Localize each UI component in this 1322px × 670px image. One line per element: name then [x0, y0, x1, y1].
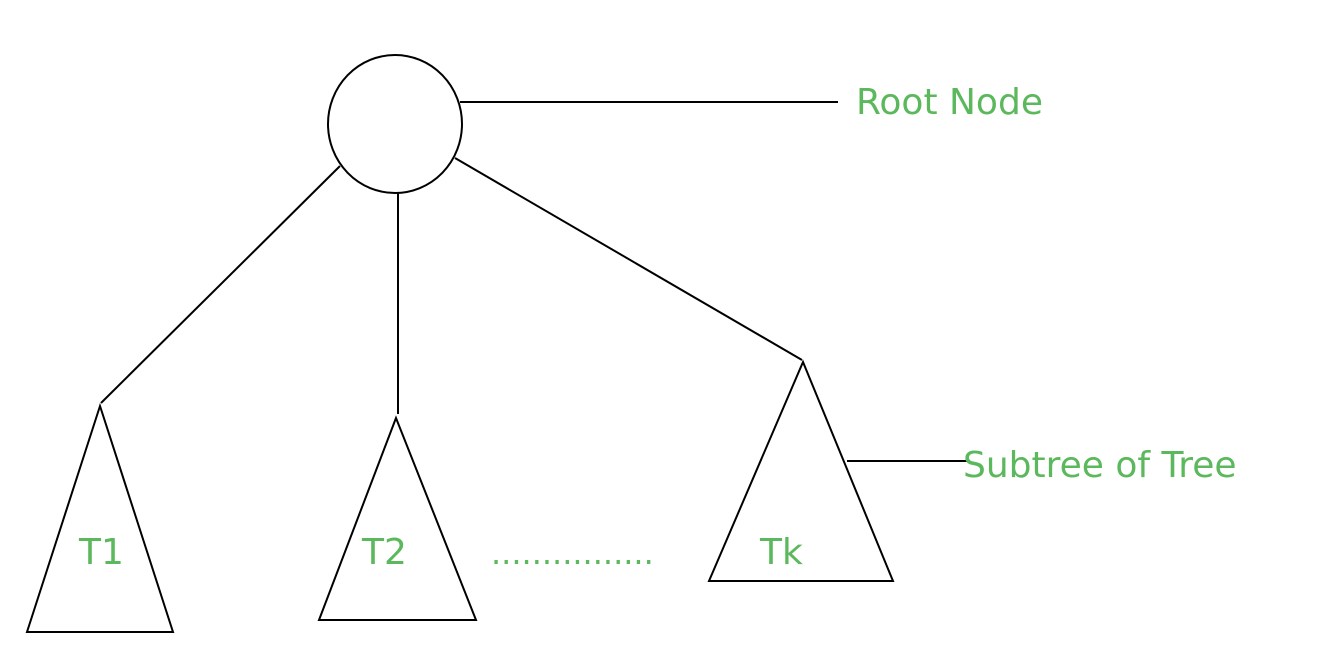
subtree-label: Subtree of Tree: [963, 445, 1237, 486]
ellipsis-more-subtrees: ................: [491, 534, 654, 572]
root-node-circle: [327, 54, 463, 194]
subtree-tk-triangle: [707, 359, 895, 582]
subtree-t1-triangle: [25, 402, 175, 633]
subtree-t2-triangle: [317, 415, 478, 621]
subtree-tk-label: Tk: [759, 532, 803, 573]
subtree-t2-label: T2: [361, 532, 407, 573]
edge-root-to-tk: [454, 157, 803, 361]
root-node-label: Root Node: [856, 82, 1043, 123]
edge-root-to-t1: [100, 165, 341, 404]
subtree-t1-label: T1: [78, 532, 124, 573]
